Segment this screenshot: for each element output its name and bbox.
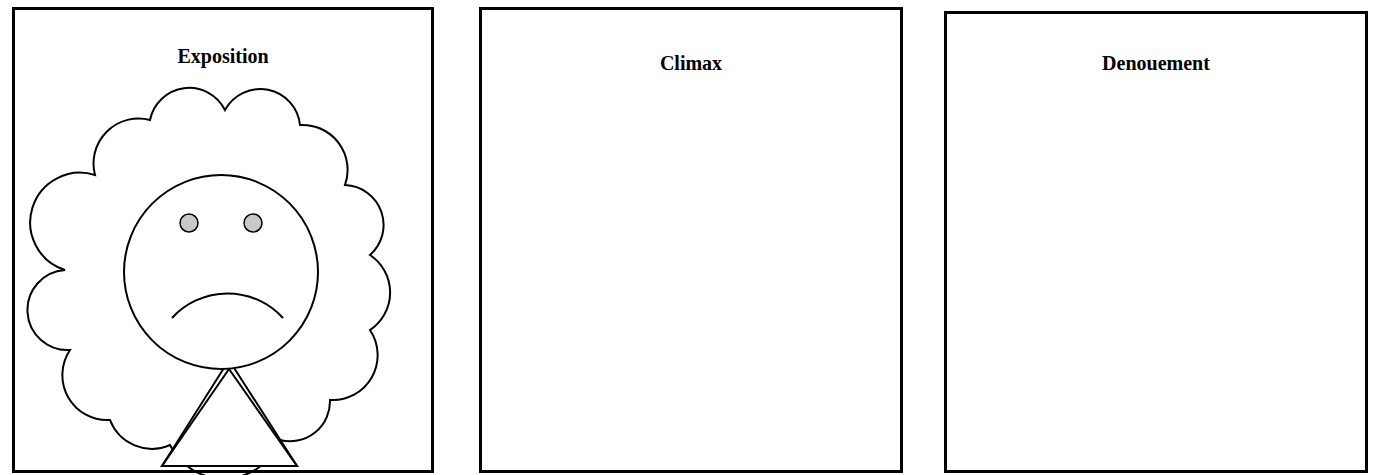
panel-heading: Climax — [482, 51, 900, 75]
curly-hair — [27, 88, 390, 475]
story-panel: Climax — [479, 7, 903, 473]
right-eye — [244, 214, 262, 232]
triangle-body — [162, 360, 297, 466]
face-circle — [124, 175, 318, 369]
panel-heading: Exposition — [15, 44, 431, 68]
triangle-body-front — [162, 369, 297, 466]
story-panel: Exposition — [12, 7, 434, 473]
story-panel: Denouement — [944, 11, 1368, 473]
left-eye — [180, 214, 198, 232]
panel-heading: Denouement — [947, 51, 1365, 75]
frown-mouth — [172, 293, 283, 318]
